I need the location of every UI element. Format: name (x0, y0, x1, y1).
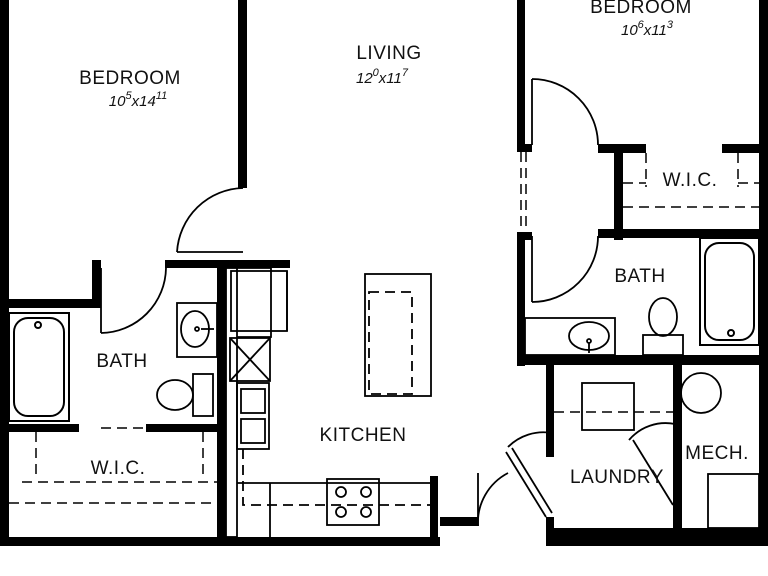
door-right-bath (531, 235, 599, 303)
living-label: LIVING (356, 43, 422, 64)
wall-left-exterior (0, 0, 9, 546)
right-tub (699, 237, 760, 346)
wall-right-bath-jamb-top (517, 144, 532, 152)
door-mech (628, 422, 676, 441)
kitchen-label: KITCHEN (319, 425, 407, 446)
dishwasher (229, 337, 271, 382)
bedroom-right-dimensions: 106x113 (620, 19, 674, 40)
wall-right-exterior (759, 0, 768, 546)
wall-kitchen-end (430, 476, 438, 546)
wall-left-bath-top (9, 299, 99, 308)
mech-label: MECH. (685, 443, 749, 464)
right-toilet (642, 297, 684, 356)
kitchen-island (364, 273, 432, 397)
wall-right-bedroom-left-upper (517, 0, 525, 152)
left-bath-sink (176, 302, 218, 358)
bedroom-left-label: BEDROOM (79, 68, 181, 89)
wall-laundry-left (546, 365, 554, 457)
wall-bottom-exterior-left (0, 537, 440, 546)
bath-right-label: BATH (614, 266, 666, 287)
wall-right-bath-top (598, 229, 759, 238)
door-right-bedroom (531, 78, 599, 146)
range (326, 478, 380, 526)
left-toilet (156, 373, 214, 417)
furnace (707, 473, 760, 529)
wall-left-wic-top (9, 424, 79, 432)
laundry-mech (505, 372, 760, 529)
wall-entry-sill (440, 517, 478, 526)
door-laundry (507, 431, 553, 448)
washer-dryer (581, 382, 635, 431)
wic-right-label: W.I.C. (662, 170, 718, 191)
wic-left-label: W.I.C. (90, 458, 146, 479)
bedroom-right-label: BEDROOM (590, 0, 692, 18)
door-left-bath (100, 267, 167, 334)
closet-lines (9, 152, 759, 504)
kitchen-sink (236, 382, 270, 450)
wall-right-bath-bottom (517, 355, 759, 365)
wall-right-bath-jamb-bottom (517, 232, 532, 240)
water-heater (680, 372, 722, 414)
right-bath-sink (524, 317, 616, 356)
laundry-label: LAUNDRY (570, 467, 664, 488)
wall-mech-left (673, 365, 682, 528)
door-bedroom-left (176, 187, 244, 253)
wall-bottom-exterior-right (551, 528, 768, 546)
wall-right-bath-left (517, 232, 525, 366)
wall-bedroom-living (238, 0, 247, 188)
wall-left-bath-jamb (92, 260, 101, 308)
wall-left-wic-top-2 (146, 424, 217, 432)
bedroom-left-dimensions: 105x1411 (108, 90, 168, 111)
living-dimensions: 120x117 (355, 67, 409, 88)
left-tub (8, 312, 70, 422)
wall-left-bath-top-right (165, 260, 290, 268)
kitchen (225, 267, 432, 538)
wall-laundry-left-lower (546, 517, 554, 546)
fridge (230, 270, 288, 332)
wall-wic-right-left (614, 144, 623, 240)
door-entry (477, 472, 509, 527)
doors (100, 78, 676, 527)
bath-left-label: BATH (96, 351, 148, 372)
walls (0, 0, 768, 546)
wall-wic-right-top-b (722, 144, 759, 153)
wall-left-bath-right (217, 260, 226, 537)
